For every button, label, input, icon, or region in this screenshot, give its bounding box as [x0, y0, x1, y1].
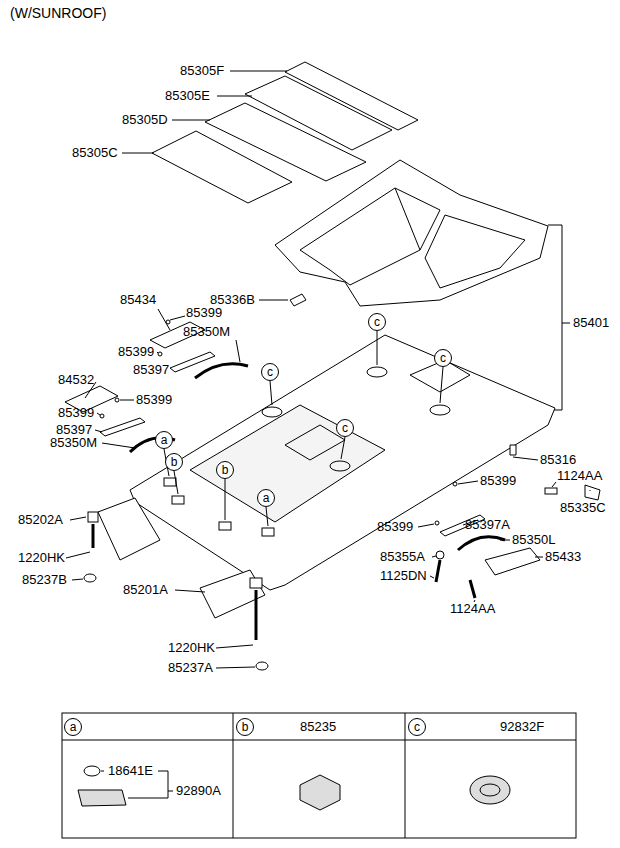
callout-letter: c	[414, 721, 420, 733]
callout-letter: b	[222, 464, 229, 476]
part-number: 85399	[480, 473, 516, 489]
part-number: 85399	[377, 519, 413, 535]
callout-circle: c	[368, 313, 386, 331]
part-number: 85399	[118, 344, 154, 360]
part-number: 85397A	[465, 517, 510, 533]
callout-circle: b	[236, 718, 254, 736]
part-number: 85397	[133, 362, 169, 378]
part-number: 1124AA	[450, 601, 495, 617]
callout-letter: a	[161, 434, 168, 446]
callout-circle: c	[261, 363, 279, 381]
part-number: 84532	[58, 372, 94, 388]
part-number: 1125DN	[380, 568, 427, 584]
part-number: 85305D	[122, 112, 168, 128]
callout-letter: b	[171, 456, 178, 468]
part-number: 85237B	[22, 572, 67, 588]
part-number: 85434	[120, 292, 156, 308]
part-number: 1124AA	[557, 468, 602, 484]
part-number: 85202A	[18, 512, 63, 528]
part-number: 85305C	[72, 145, 118, 161]
part-number: 92890A	[176, 783, 221, 799]
part-number: 85399	[136, 392, 172, 408]
part-number: 85201A	[123, 582, 168, 598]
callout-letter: c	[342, 422, 348, 434]
callout-circle: a	[155, 431, 173, 449]
callout-circle: a	[257, 489, 275, 507]
callout-circle: b	[216, 461, 234, 479]
part-number: 85235	[300, 719, 336, 735]
diagram-title: (W/SUNROOF)	[10, 5, 106, 21]
part-number: 85305E	[165, 88, 210, 104]
callout-letter: c	[440, 352, 446, 364]
callout-letter: a	[263, 492, 270, 504]
part-number: 85433	[545, 549, 581, 565]
part-number: 85316	[540, 452, 576, 468]
part-number: 18641E	[108, 763, 153, 779]
callout-circle: c	[408, 718, 426, 736]
part-number: 85237A	[168, 660, 213, 676]
part-number: 85350M	[50, 435, 97, 451]
callout-circle: c	[434, 349, 452, 367]
part-number: 85399	[186, 305, 222, 321]
part-number: 85335C	[560, 500, 606, 516]
part-number: 85350L	[512, 532, 555, 548]
callout-circle: b	[165, 453, 183, 471]
part-number: 85350M	[183, 324, 230, 340]
callout-circle: c	[336, 419, 354, 437]
part-number: 1220HK	[168, 640, 215, 656]
callout-letter: b	[242, 721, 249, 733]
part-number: 85401	[573, 315, 609, 331]
callout-circle: a	[64, 718, 82, 736]
part-number: 1220HK	[18, 550, 65, 566]
part-number: 85399	[58, 405, 94, 421]
callout-letter: c	[374, 316, 380, 328]
part-number: 85355A	[380, 549, 425, 565]
part-number: 85305F	[180, 63, 224, 79]
part-number: 92832F	[500, 719, 544, 735]
callout-letter: a	[70, 721, 77, 733]
callout-letter: c	[267, 366, 273, 378]
